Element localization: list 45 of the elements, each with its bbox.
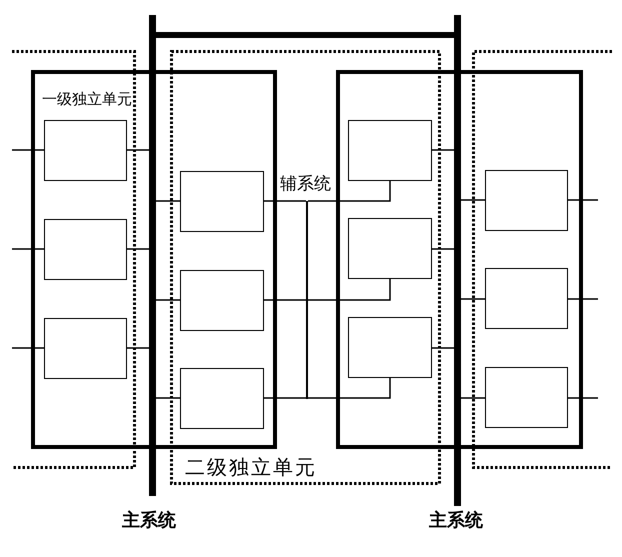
- frame-label: 二级独立单元: [185, 457, 317, 477]
- module-box: [180, 368, 264, 429]
- connector-line: [156, 397, 180, 399]
- connector-line: [127, 347, 149, 349]
- module-box: [348, 317, 432, 378]
- module-box: [348, 120, 432, 181]
- connector-line: [156, 299, 180, 301]
- module-box: [180, 270, 264, 331]
- connector-line: [127, 149, 149, 151]
- connector-line: [461, 397, 485, 399]
- bus-bar: [156, 32, 454, 38]
- module-box: [485, 268, 568, 329]
- frame-label: 一级独立单元: [42, 92, 132, 107]
- connector-line: [264, 397, 306, 399]
- connector-line: [127, 248, 149, 250]
- connector-line: [308, 181, 391, 202]
- connector-line: [12, 149, 44, 151]
- bus-label: 主系统: [122, 512, 176, 530]
- connector-line: [264, 299, 306, 301]
- module-box: [44, 318, 127, 379]
- connector-line: [264, 200, 306, 202]
- connector-line: [308, 279, 391, 301]
- connector-line: [432, 347, 454, 349]
- module-box: [485, 170, 568, 231]
- module-box: [348, 218, 432, 279]
- connector-line: [12, 347, 44, 349]
- connector-line: [568, 298, 598, 300]
- connector-line: [12, 248, 44, 250]
- connector-line: [156, 200, 180, 202]
- bus-bar: [149, 15, 156, 496]
- connector-line: [568, 199, 598, 201]
- bus-label: 辅系统: [280, 176, 331, 193]
- module-box: [180, 171, 264, 232]
- bus-label: 主系统: [429, 512, 483, 530]
- module-box: [44, 219, 127, 280]
- connector-line: [461, 199, 485, 201]
- bus-line: [306, 201, 308, 399]
- bus-bar: [454, 15, 461, 506]
- connector-line: [432, 248, 454, 250]
- connector-line: [432, 149, 454, 151]
- connector-line: [568, 397, 598, 399]
- module-box: [44, 120, 127, 181]
- connector-line: [461, 298, 485, 300]
- connector-line: [308, 378, 391, 399]
- module-box: [485, 367, 568, 428]
